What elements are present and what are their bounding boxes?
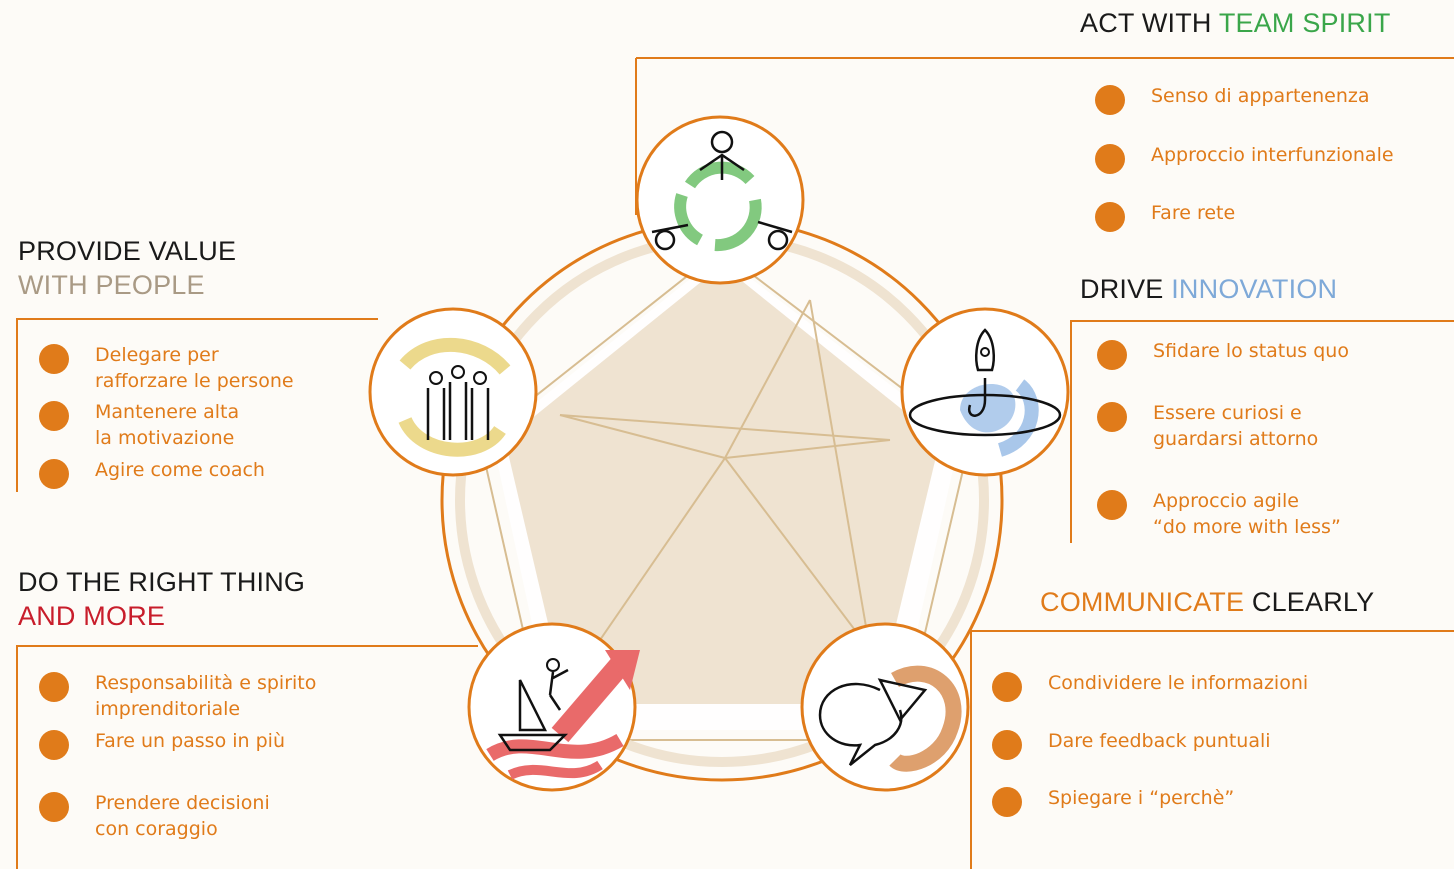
item-line1: Spiegare i “perchè” xyxy=(1048,787,1235,809)
communicate-title: COMMUNICATE CLEARLY xyxy=(1040,585,1374,619)
shaded-pentagon xyxy=(505,265,940,704)
item-line1: Agire come coach xyxy=(95,459,265,481)
right-thing-title: DO THE RIGHT THING AND MORE xyxy=(18,565,305,633)
item-line2: rafforzare le persone xyxy=(95,370,294,392)
item-line2: “do more with less” xyxy=(1153,516,1341,538)
bullet-dot-icon xyxy=(1097,340,1127,370)
team-spirit-title-b: TEAM SPIRIT xyxy=(1218,8,1391,38)
communicate-title-b: CLEARLY xyxy=(1244,587,1375,617)
innovation-title: DRIVE INNOVATION xyxy=(1080,272,1337,306)
value-people-title-a: PROVIDE VALUE xyxy=(18,236,237,266)
connector-lines xyxy=(635,57,1454,215)
bullet-dot-icon xyxy=(1097,402,1127,432)
item-line1: Responsabilità e spirito xyxy=(95,672,317,694)
value-people-title-b: WITH PEOPLE xyxy=(18,270,205,300)
speech-bubbles-plane-icon xyxy=(800,622,970,792)
bullet-dot-icon xyxy=(39,672,69,702)
value-people-box xyxy=(16,318,378,492)
item-line2: imprenditoriale xyxy=(95,698,241,720)
item-line2: con coraggio xyxy=(95,818,218,840)
item-line2: la motivazione xyxy=(95,427,235,449)
value-people-title: PROVIDE VALUE WITH PEOPLE xyxy=(18,234,236,302)
rocket-swirl-icon xyxy=(900,307,1070,477)
communicate-box xyxy=(970,630,1454,869)
bullet-dot-icon xyxy=(992,672,1022,702)
people-circle-recycle-icon xyxy=(635,115,805,285)
right-thing-box xyxy=(16,645,478,869)
team-swirl-icon xyxy=(368,307,538,477)
item-line1: Dare feedback puntuali xyxy=(1048,730,1271,752)
bullet-dot-icon xyxy=(992,787,1022,817)
bullet-dot-icon xyxy=(1095,85,1125,115)
bullet-dot-icon xyxy=(1097,490,1127,520)
communicate-title-a: COMMUNICATE xyxy=(1040,587,1245,617)
right-thing-title-b: AND MORE xyxy=(18,601,166,631)
team-spirit-title: ACT WITH TEAM SPIRIT xyxy=(1080,6,1391,40)
bullet-dot-icon xyxy=(39,459,69,489)
item-line1: Condividere le informazioni xyxy=(1048,672,1309,694)
bullet-dot-icon xyxy=(39,730,69,760)
bullet-dot-icon xyxy=(1095,144,1125,174)
team-spirit-title-a: ACT WITH xyxy=(1080,8,1219,38)
item-line1: Essere curiosi e xyxy=(1153,402,1302,424)
item-line1: Mantenere alta xyxy=(95,401,240,423)
item-line1: Fare un passo in più xyxy=(95,730,285,752)
bullet-dot-icon xyxy=(1095,202,1125,232)
item-line1: Fare rete xyxy=(1151,202,1236,224)
bullet-dot-icon xyxy=(39,344,69,374)
bullet-dot-icon xyxy=(992,730,1022,760)
sailboat-arrow-icon xyxy=(467,622,640,792)
item-line1: Prendere decisioni xyxy=(95,792,270,814)
item-line1: Senso di appartenenza xyxy=(1151,85,1370,107)
innovation-title-b: INNOVATION xyxy=(1171,274,1338,304)
item-line2: guardarsi attorno xyxy=(1153,428,1319,450)
bullet-dot-icon xyxy=(39,792,69,822)
bullet-dot-icon xyxy=(39,401,69,431)
item-line1: Approccio agile xyxy=(1153,490,1299,512)
item-line1: Delegare per xyxy=(95,344,219,366)
item-line1: Approccio interfunzionale xyxy=(1151,144,1394,166)
innovation-title-a: DRIVE xyxy=(1080,274,1172,304)
item-line1: Sfidare lo status quo xyxy=(1153,340,1349,362)
innovation-box xyxy=(1070,320,1454,543)
right-thing-title-a: DO THE RIGHT THING xyxy=(18,567,306,597)
